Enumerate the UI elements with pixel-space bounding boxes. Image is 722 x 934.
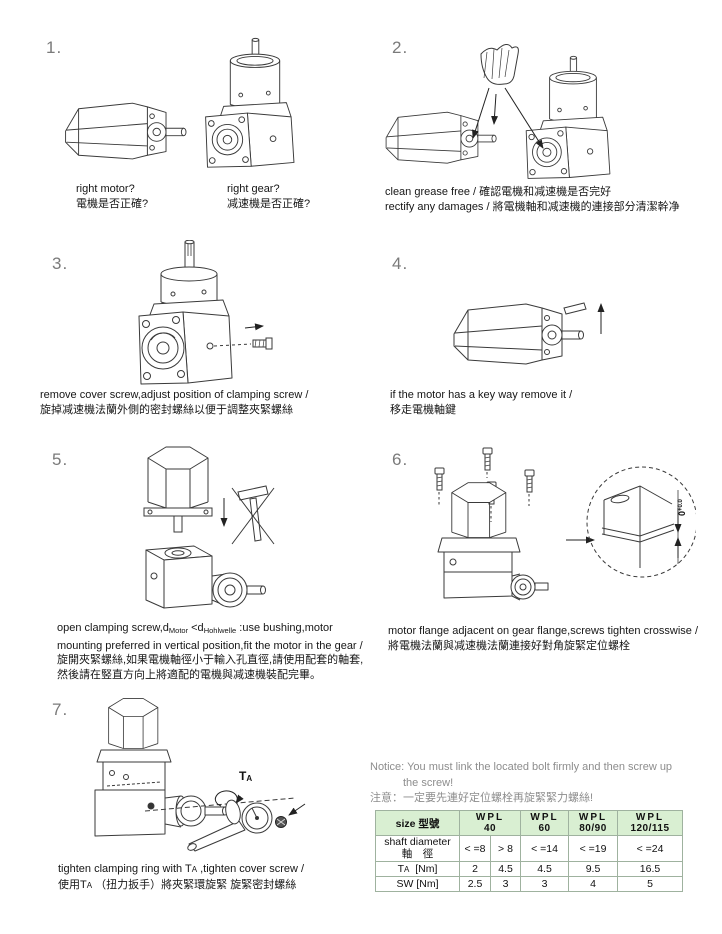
table-cell: 5 [617,876,683,892]
notice-line-1: Notice: You must link the located bolt f… [370,761,673,773]
table-header-row: size 型號 WPL 40 WPL 60 WPL 80/90 WPL 120/… [375,810,683,836]
gearbox-drawing [146,546,266,608]
notice-block: Notice: You must link the located bolt f… [370,760,672,807]
table-cell: 4.5 [520,861,569,877]
step-1-caption-gear: right gear? 减速機是否正確? [227,183,311,210]
step-1-illustration [65,37,295,168]
table-cell: 2.5 [459,876,491,892]
table-cell: < =14 [520,835,569,862]
cleaning-cloth-icon [481,44,518,84]
gearbox-drawing [139,240,232,384]
step-1-number: 1. [46,38,63,57]
screw-dashed-lines [439,472,529,522]
table-cell: < =24 [617,835,683,862]
table-cell: 3 [490,876,521,892]
step-5-caption: open clamping screw,dMotor <dHohlwelle :… [57,622,364,681]
ta-label: TA [Nm] [375,861,460,877]
arrow-icon [288,804,305,816]
step-2-caption: clean grease free / 確認電機和减速機是否完好 rectify… [385,186,680,213]
wpl120115-header-cell: WPL 120/115 [617,810,683,836]
step-6-number: 6. [392,450,409,469]
ta-torque-row: TA [Nm] 2 4.5 4.5 9.5 16.5 [375,861,683,877]
sw-label: SW [Nm] [375,876,460,892]
step-3-illustration [131,240,301,392]
rotation-arrow-icon [215,791,244,806]
notice-line-2: the screw! [403,776,454,789]
wpl40-header-cell: WPL 40 [459,810,521,836]
motor-drawing [385,111,497,164]
step-1-caption-motor: right motor? 電機是否正確? [76,183,149,210]
step-4-caption: if the motor has a key way remove it / 移… [390,389,573,416]
step-7-illustration: TA [81,698,311,854]
shaft-key [564,303,586,314]
arrow-icon [472,88,544,149]
table-cell: < =19 [568,835,618,862]
table-cell: > 8 [490,835,521,862]
table-cell: 4.5 [490,861,521,877]
table-cell: 3 [520,876,569,892]
table-cell: 9.5 [568,861,618,877]
torque-wrench-icon [187,799,272,852]
torque-label: TA [239,769,252,783]
shaft-diameter-row: shaft diameter 軸 徑 < =8 > 8 < =14 < =19 … [375,835,683,862]
caption-line-en: tighten clamping ring with TA ,tighten c… [58,863,305,875]
gearbox-drawing [525,55,611,179]
shaft-diameter-label: shaft diameter 軸 徑 [375,835,460,862]
table-cell: 2 [459,861,491,877]
step-5-illustration [136,446,286,622]
step-4-number: 4. [392,254,409,273]
leader-dashed-line [214,344,251,346]
caption-formula-line: open clamping screw,dMotor <dHohlwelle :… [57,622,333,635]
screw-icon [253,338,272,349]
sw-row: SW [Nm] 2.5 3 3 4 5 [375,876,683,892]
arrow-icon [245,323,264,331]
step-3-number: 3. [52,254,69,273]
table-cell: 16.5 [617,861,683,877]
step-7-caption: tighten clamping ring with TA ,tighten c… [58,862,304,893]
wpl8090-header-cell: WPL 80/90 [568,810,618,836]
step-3-caption: remove cover screw,adjust position of cl… [40,389,309,416]
caption-line-zh: 使用TA （扭力扳手）將夾緊環旋緊 旋緊密封螺絲 [58,878,297,891]
table-cell: < =8 [459,835,491,862]
gearbox-drawing [205,37,295,168]
motor-drawing [65,102,187,160]
step-6-illustration: 0+0.0 [434,447,696,618]
step-7-number: 7. [52,700,69,719]
torque-table: size 型號 WPL 40 WPL 60 WPL 80/90 WPL 120/… [375,810,683,892]
step-4-illustration [453,286,605,365]
assembled-unit-drawing [438,482,548,600]
step-2-illustration [385,36,611,179]
assembled-unit-drawing [95,698,228,836]
detail-circle: 0+0.0 [587,467,696,577]
table-cell: 4 [568,876,618,892]
centerline-dashed [145,798,295,811]
step-6-caption: motor flange adjacent on gear flange,scr… [388,625,698,652]
step-5-number: 5. [52,450,69,469]
motor-drawing [453,303,584,365]
step-2-number: 2. [392,38,409,57]
motor-vertical-drawing [144,446,212,532]
tolerance-dimension-label: 0+0.0 [677,498,687,516]
size-header-cell: size 型號 [375,810,460,836]
screw-icon [276,817,287,828]
wpl60-header-cell: WPL 60 [520,810,569,836]
notice-line-3: 注意：一定要先連好定位螺栓再旋緊緊力螺絲! [370,792,594,804]
no-hammer-icon [232,486,274,544]
